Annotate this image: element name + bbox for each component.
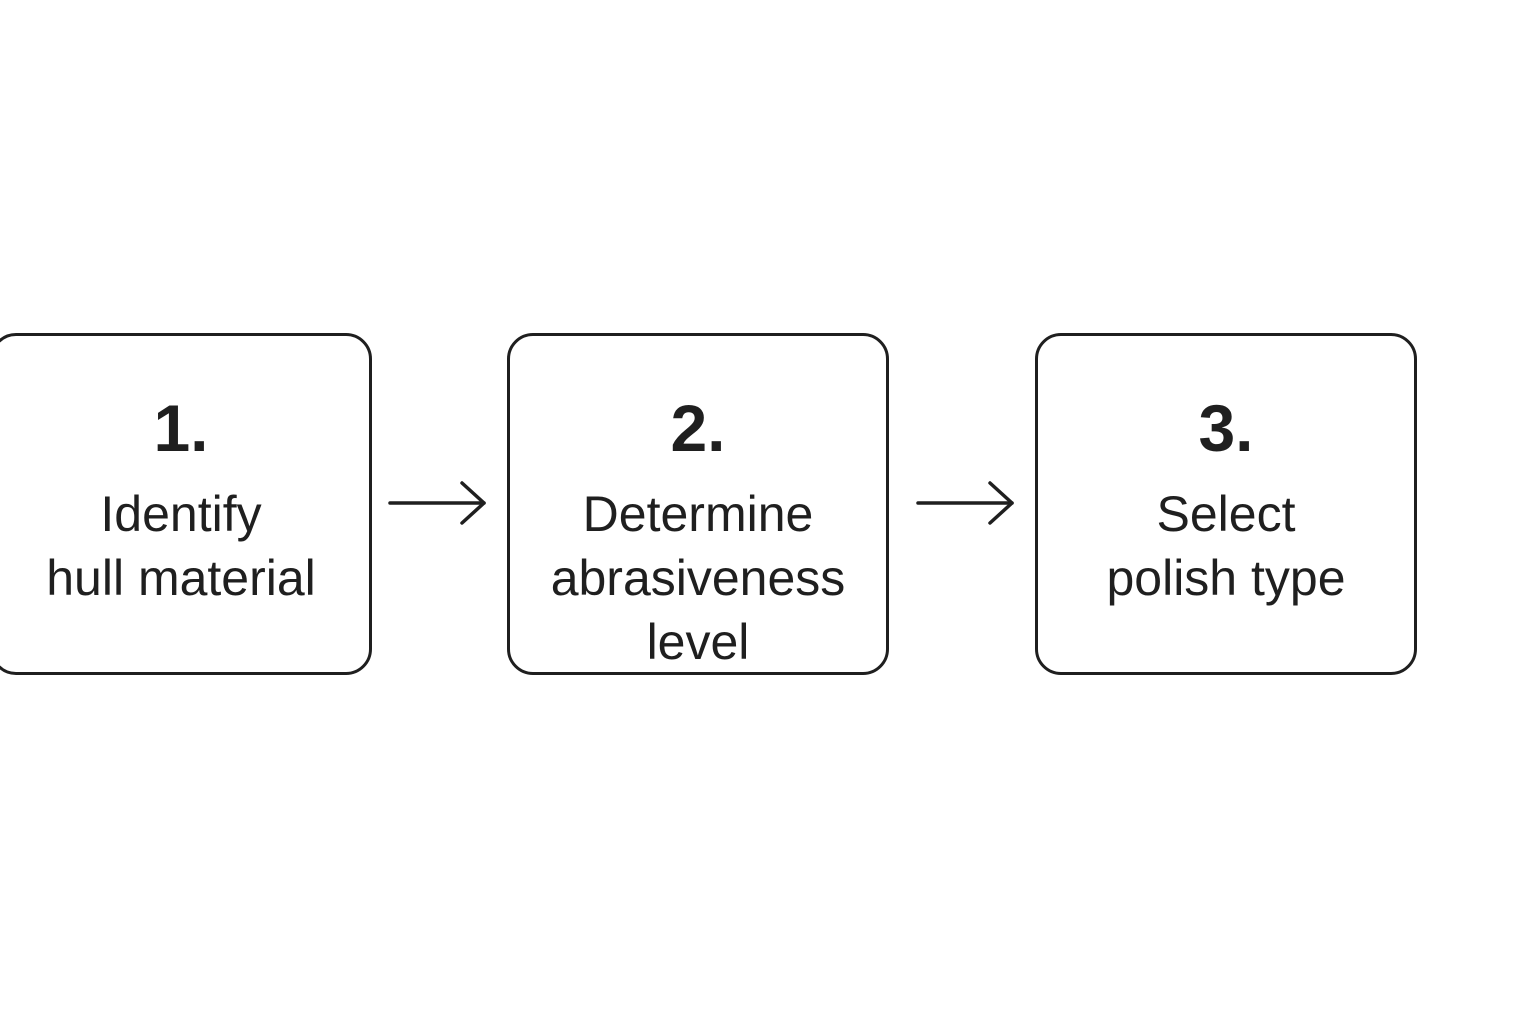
arrow-icon	[388, 481, 486, 525]
arrow-icon	[916, 481, 1014, 525]
step-label-line: abrasiveness	[550, 550, 846, 606]
step-label-2: Determine abrasiveness level	[510, 482, 886, 674]
step-label-line: Identify	[100, 486, 262, 542]
step-label-line: level	[646, 614, 750, 670]
step-label-line: hull material	[46, 550, 316, 606]
step-label-1: Identify hull material	[0, 482, 369, 610]
step-label-line: polish type	[1106, 550, 1346, 606]
step-box-1: 1. Identify hull material	[0, 333, 372, 675]
step-number-1: 1.	[153, 391, 209, 465]
step-number-2: 2.	[670, 391, 726, 465]
step-label-line: Determine	[582, 486, 814, 542]
step-label-3: Select polish type	[1038, 482, 1414, 610]
step-box-2: 2. Determine abrasiveness level	[507, 333, 889, 675]
step-box-3: 3. Select polish type	[1035, 333, 1417, 675]
step-number-3: 3.	[1198, 391, 1254, 465]
step-label-line: Select	[1156, 486, 1296, 542]
